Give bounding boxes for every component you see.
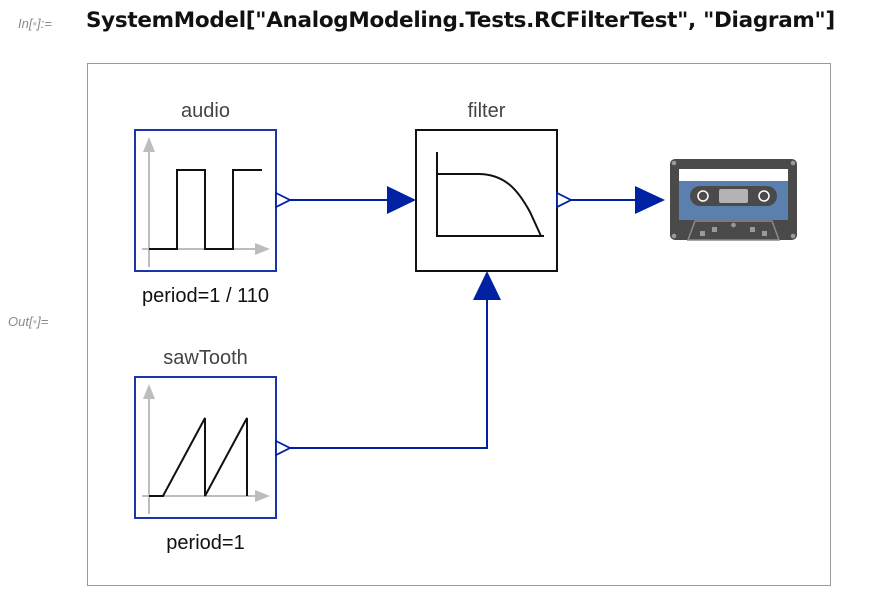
output-cell-label: Out[•]= [8,314,49,329]
filter-block[interactable]: filter [415,100,574,272]
cassette-tape-icon[interactable] [670,159,797,241]
input-code[interactable]: SystemModel["AnalogModeling.Tests.RCFilt… [86,8,835,33]
sink-input-port[interactable] [635,186,665,214]
lowpass-filter-icon [436,152,544,237]
sawtooth-period-param: period=1 [166,532,244,554]
square-wave-icon [142,137,270,267]
connection-sawtooth-to-filter[interactable] [290,271,501,449]
sawtooth-title: sawTooth [163,347,248,369]
filter-title: filter [468,100,506,122]
sawtooth-wave-icon [142,384,270,514]
filter-input-port[interactable] [387,186,416,214]
filter-block-frame [415,129,558,272]
input-cell-label: In[•]:= [18,16,52,31]
audio-title: audio [181,100,230,122]
filter-output-port[interactable] [556,191,574,209]
cell-dot: • [32,16,38,31]
connection-audio-to-filter[interactable] [290,186,416,214]
audio-output-port[interactable] [275,191,293,209]
audio-block[interactable]: audio period=1 / 110 [134,100,293,307]
sawtooth-block[interactable]: sawTooth period=1 [134,347,293,554]
cell-dot: • [32,314,38,329]
filter-control-port[interactable] [473,271,501,300]
audio-period-param: period=1 / 110 [142,285,269,307]
connection-filter-to-sink[interactable] [571,186,665,214]
sawtooth-output-port[interactable] [275,439,293,457]
